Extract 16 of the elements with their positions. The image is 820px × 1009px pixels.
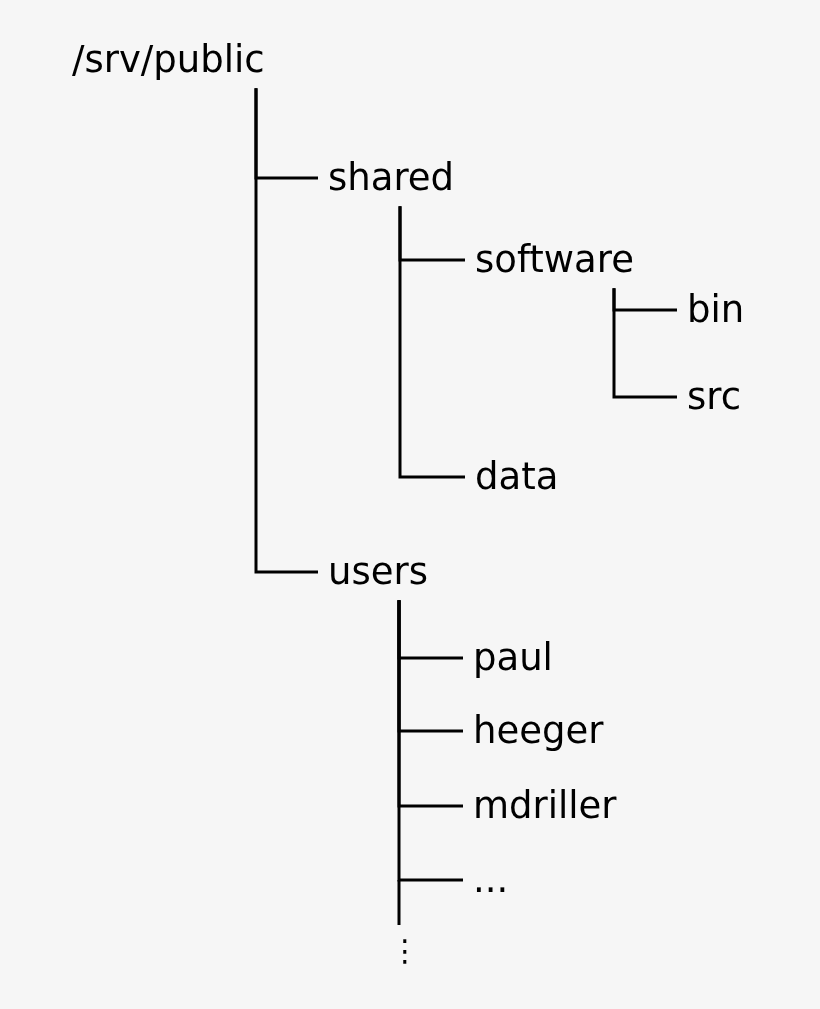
folder-name: bin (677, 289, 745, 331)
tree-line (397, 600, 463, 882)
tree-line (612, 288, 677, 399)
folder-name: /srv/public (62, 39, 265, 81)
folder-name: paul (463, 637, 553, 679)
folder-name: heeger (463, 710, 604, 752)
folder-name: mdriller (463, 785, 617, 827)
folder-name: shared (318, 157, 455, 199)
folder-name: users (318, 551, 428, 593)
tree-line (254, 88, 318, 574)
tree-line (398, 206, 465, 479)
folder-name: software (465, 239, 634, 281)
continuation-dots: ⋮ (390, 936, 420, 966)
folder-name: ... (463, 859, 509, 901)
folder-name: data (465, 456, 559, 498)
folder-name: src (677, 376, 742, 418)
